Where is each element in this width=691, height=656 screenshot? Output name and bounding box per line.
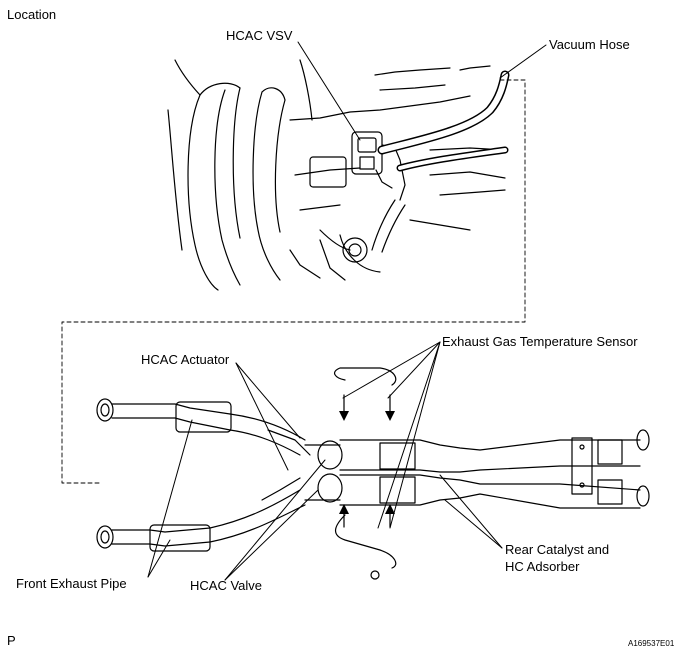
callout-dashed-line [61, 79, 526, 484]
label-rear-catalyst-line1: Rear Catalyst and [505, 542, 610, 557]
label-hcac-valve: HCAC Valve [190, 578, 263, 593]
label-hcac-actuator: HCAC Actuator [141, 352, 230, 367]
label-rear-catalyst-line2: HC Adsorber [505, 559, 580, 574]
label-hcac-vsv: HCAC VSV [226, 28, 293, 43]
label-vacuum-hose: Vacuum Hose [549, 37, 630, 52]
label-exhaust-gas-temperature-sensor: Exhaust Gas Temperature Sensor [442, 334, 638, 349]
label-front-exhaust-pipe: Front Exhaust Pipe [16, 576, 127, 591]
engine-bay-illustration [167, 59, 510, 291]
diagram-title: Location [7, 7, 57, 22]
figure-id: A169537E01 [628, 639, 675, 648]
page-mark: P [7, 633, 16, 648]
leader-lines [147, 41, 547, 581]
